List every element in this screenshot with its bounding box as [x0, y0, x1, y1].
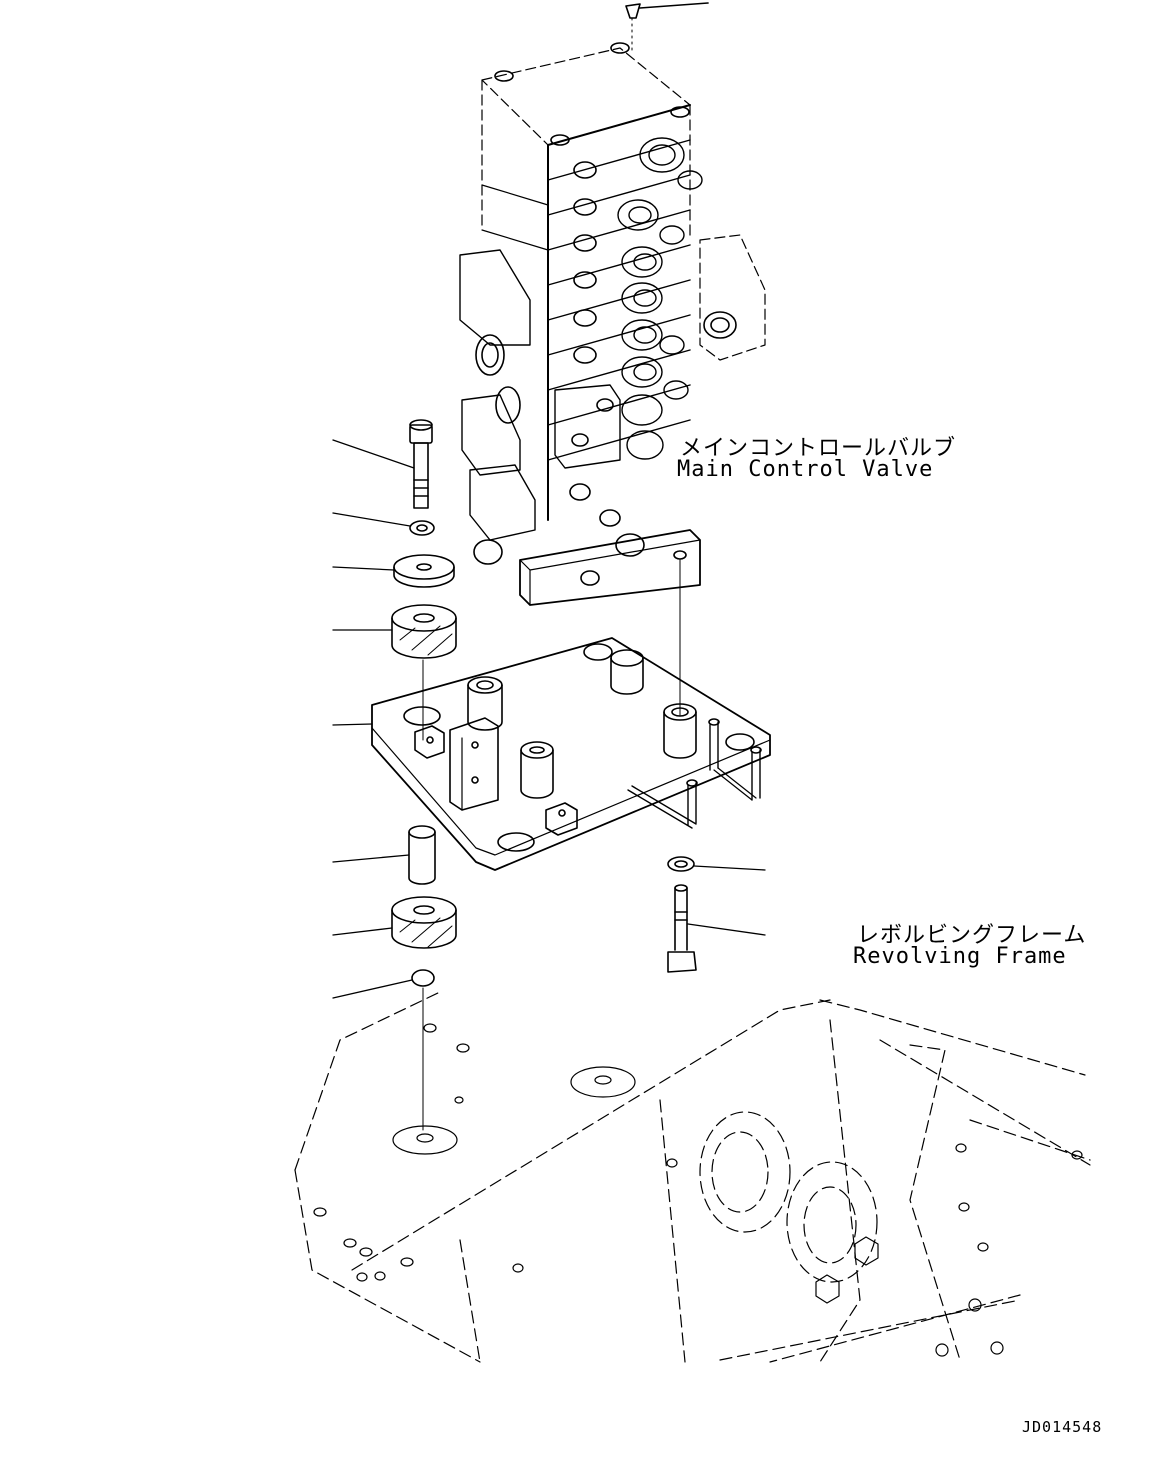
washer-large-part [394, 555, 454, 587]
revolving-frame-label-jp: レボルビングフレーム [857, 923, 1087, 948]
frame-holes [314, 1024, 1082, 1356]
cap-part [626, 3, 708, 50]
right-parts [668, 857, 696, 972]
revolving-frame-label-en: Revolving Frame [853, 944, 1067, 969]
bracket-plate [372, 638, 770, 870]
rubber-mount-upper-part [392, 605, 456, 658]
main-control-valve [460, 3, 765, 715]
main-control-valve-label-jp: メインコントロールバルブ [680, 436, 957, 461]
drawing-code: JD014548 [1022, 1418, 1103, 1436]
rubber-mount-lower-part [392, 897, 456, 948]
revolving-frame [295, 992, 1090, 1362]
left-parts-stack [392, 420, 456, 1130]
leader-lines [333, 440, 765, 998]
washer-bottom-part [412, 970, 434, 986]
sleeve-part [409, 826, 435, 884]
bolt-part [410, 420, 432, 508]
washer-small-part [410, 521, 434, 535]
main-control-valve-label-en: Main Control Valve [677, 457, 934, 482]
